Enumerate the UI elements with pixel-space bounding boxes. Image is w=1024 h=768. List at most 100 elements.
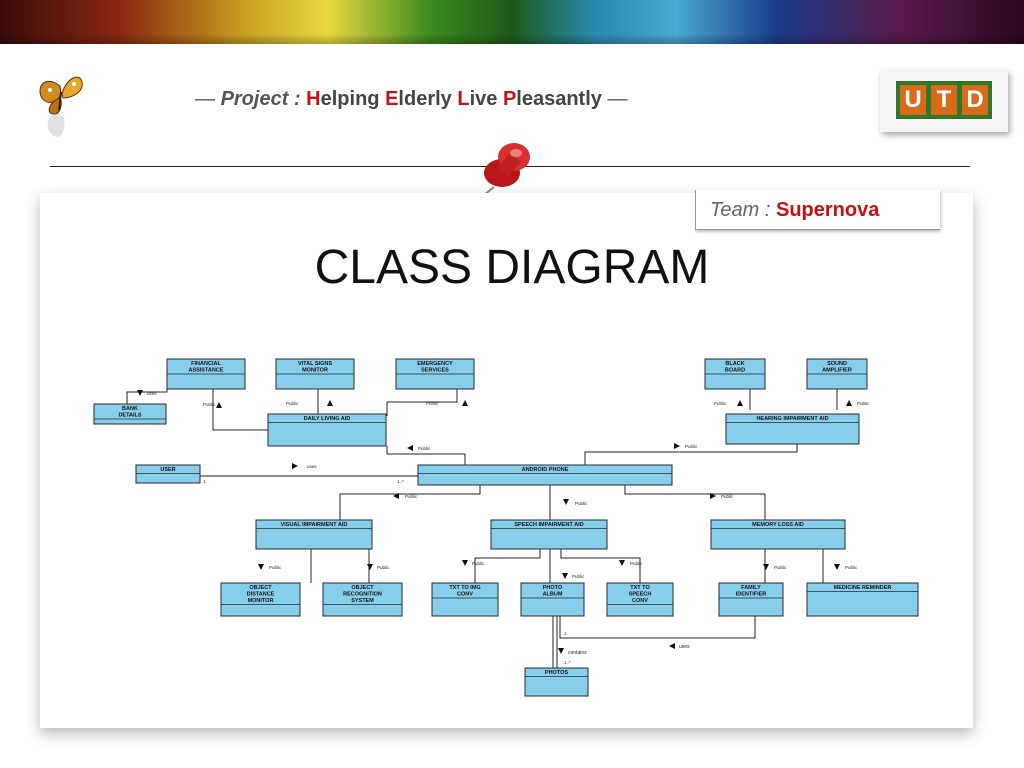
class-black-line-2: BOARD: [725, 368, 745, 374]
arrow-uses-user: [292, 463, 298, 469]
utd-letter-t: T: [931, 85, 957, 115]
class-financial-line-1: FINANCIAL: [191, 361, 221, 367]
banner-shade: [0, 34, 1024, 44]
class-objdist-line-2: DISTANCE: [247, 592, 275, 598]
label-rel-objdist: Public: [269, 565, 282, 570]
arrow-memory: [710, 493, 716, 499]
arrow-contains: [558, 648, 564, 654]
class-daily-line-1: DAILY LIVING AID: [304, 416, 351, 422]
class-user: USER: [135, 464, 201, 484]
class-txtspeech-line-1: TXT TO: [630, 585, 650, 591]
utd-logo: U T D: [880, 70, 1008, 132]
label-mult-2a: 1: [564, 631, 567, 636]
class-sound-line-1: SOUND: [827, 361, 847, 367]
class-txtspeech-line-2: SPEECH: [629, 592, 652, 598]
label-rel-hearing: Public: [685, 444, 698, 449]
title-dash-left: —: [195, 88, 215, 110]
arrow-objdist: [258, 564, 264, 570]
team-label: Team : Supernova: [695, 190, 940, 230]
class-visual: VISUAL IMPAIRMENT AID: [255, 519, 373, 550]
pushpin-icon: [483, 143, 530, 196]
connector-10: [339, 485, 481, 520]
content-panel: [40, 193, 973, 728]
class-sound-line-2: AMPLIFIER: [822, 368, 852, 374]
project-label: Project: [220, 88, 289, 110]
top-banner: [0, 0, 1024, 44]
label-rel-fin: Public: [203, 402, 216, 407]
connector-8: [584, 444, 798, 465]
class-visual-line-1: VISUAL IMPAIRMENT AID: [281, 522, 348, 528]
label-rel-memory: Public: [721, 494, 734, 499]
connector-16: [474, 549, 541, 583]
label-mult-1b: 1..*: [397, 479, 404, 484]
word-1-rest: elping: [320, 88, 380, 110]
butterfly-logo: [39, 76, 83, 137]
arrow-family: [763, 564, 769, 570]
arrow-daily: [407, 445, 413, 451]
word-4-rest: leasantly: [516, 88, 602, 110]
class-vital-line-2: MONITOR: [302, 368, 328, 374]
arrow-vital: [327, 400, 333, 406]
label-rel-medicine: Public: [845, 565, 858, 570]
class-user-line-1: USER: [160, 467, 175, 473]
label-rel-emerg: Public: [426, 401, 439, 406]
label-rel-daily: Public: [418, 446, 431, 451]
label-contains: contains: [568, 650, 587, 656]
class-photos: PHOTOS: [524, 667, 589, 697]
class-bank-line-1: BANK: [122, 406, 138, 412]
label-rel-vital: Public: [286, 401, 299, 406]
class-hearing: HEARING IMPAIRMENT AID: [725, 413, 860, 445]
arrow-photo: [562, 573, 568, 579]
title-dash-right: —: [607, 88, 628, 110]
arrow-txtspeech: [619, 560, 625, 566]
class-objrec-line-1: OBJECT: [351, 585, 374, 591]
label-uses-1: uses: [147, 391, 157, 396]
label-rel-txtimg: Public: [472, 561, 485, 566]
class-financial-line-2: ASSISTANCE: [188, 368, 223, 374]
arrow-black: [737, 400, 743, 406]
arrow-hearing: [674, 443, 680, 449]
class-photo-line-2: ALBUM: [543, 592, 563, 598]
class-photo-line-1: PHOTO: [543, 585, 563, 591]
class-objrec-line-3: SYSTEM: [351, 598, 374, 604]
team-prefix: Team: [710, 199, 760, 221]
word-2-rest: lderly: [398, 88, 452, 110]
class-memory: MEMORY LOSS AID: [710, 519, 846, 550]
class-txtimg-line-2: CONV: [457, 592, 473, 598]
connector-12: [624, 485, 766, 520]
word-4-initial: P: [502, 88, 517, 110]
arrow-speech: [563, 499, 569, 505]
connector-2: [212, 376, 268, 431]
class-android-line-1: ANDROID PHONE: [522, 467, 569, 473]
word-1-initial: H: [306, 88, 321, 110]
class-emergency-line-1: EMERGENCY: [417, 361, 453, 367]
class-family-line-2: IDENTIFIER: [736, 592, 767, 598]
connector-5: [386, 446, 466, 465]
class-memory-line-1: MEMORY LOSS AID: [752, 522, 804, 528]
label-mult-1a: 1: [203, 479, 206, 484]
arrow-uses-bank: [137, 390, 143, 396]
class-black-line-1: BLACK: [725, 361, 744, 367]
slide-title: CLASS DIAGRAM: [314, 241, 710, 294]
class-vital-line-1: VITAL SIGNS: [298, 361, 332, 367]
class-medicine: MEDICINE REMINDER: [806, 582, 919, 617]
team-colon: :: [764, 199, 771, 221]
arrow-fin: [216, 402, 222, 408]
connector-17: [560, 549, 641, 583]
project-colon: :: [293, 88, 301, 110]
class-family-line-1: FAMILY: [741, 585, 761, 591]
class-speech-line-1: SPEECH IMPAIRMENT AID: [514, 522, 583, 528]
class-bank-line-2: DETAILS: [118, 413, 141, 419]
class-daily: DAILY LIVING AID: [267, 413, 387, 447]
class-android: ANDROID PHONE: [417, 464, 673, 486]
arrow-txtimg: [462, 560, 468, 566]
label-rel-visual: Public: [405, 494, 418, 499]
